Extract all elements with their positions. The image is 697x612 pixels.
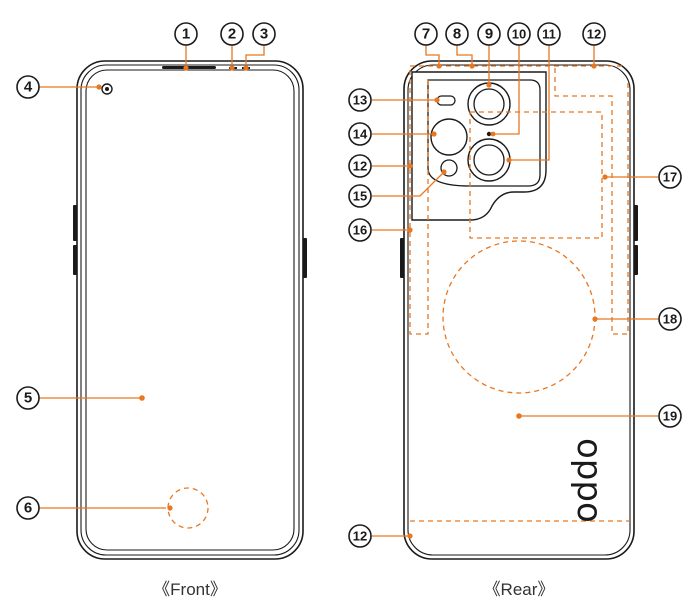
callout-7: 7 [414,22,438,46]
front-volume-down [73,245,77,275]
callout-17-label: 17 [663,170,677,185]
callout-1: 1 [174,22,198,46]
leader-10 [494,45,520,135]
callout-7-label: 7 [422,26,430,43]
leader-dot-3 [243,65,249,71]
antenna-left-region [409,70,429,335]
callout-3: 3 [252,22,276,46]
leader-15 [372,172,444,197]
callout-4-label: 4 [24,79,33,96]
leader-7 [425,44,440,66]
callout-19: 19 [658,404,682,428]
leader-dot-9 [486,82,492,88]
callout-2-label: 2 [228,26,236,43]
nfc-region [469,111,603,239]
leader-dot-19 [516,413,522,419]
rear-microphone [486,131,492,137]
callout-12-bottom: 12 [348,524,372,548]
front-power-key [303,238,307,278]
leader-dot-16 [407,227,413,233]
front-phone-body [76,60,304,560]
callout-5-label: 5 [24,390,32,407]
rear-volume-down [634,245,638,275]
callout-9: 9 [477,22,501,46]
leader-8 [456,44,473,66]
leader-dot-7 [436,63,442,69]
leader-dot-18 [592,316,598,322]
callout-15-label: 15 [353,189,367,204]
leader-dot-10 [490,131,496,137]
rear-main-camera-lens [473,88,505,120]
rear-phone: oppo [400,60,638,560]
leader-dot-5 [139,395,145,401]
callout-14-label: 14 [353,127,368,142]
callout-10-label: 10 [512,27,526,42]
callout-9-label: 9 [485,26,493,43]
leader-dot-14 [431,131,437,137]
leader-11 [510,45,550,161]
callout-4: 4 [16,75,40,99]
leader-dot-8 [469,63,475,69]
leader-dot-4 [96,84,102,90]
rear-leaders [372,44,658,539]
leader-dot-6 [167,505,173,511]
callout-5: 5 [16,386,40,410]
callout-12-left: 12 [348,154,372,178]
leader-dot-1 [183,65,189,71]
front-camera-lens [105,87,109,91]
front-leaders [39,44,265,511]
callout-12-bottom-label: 12 [353,529,367,544]
antenna-right-region [554,68,629,335]
callout-12-top-label: 12 [587,27,601,42]
rear-volume-up [634,205,638,241]
rear-oppo-logo: oppo [569,438,609,523]
callout-18: 18 [658,307,682,331]
front-volume-up [73,205,77,241]
rear-microscope-camera [430,118,468,156]
front-earpiece [162,66,216,69]
rear-caption: 《Rear》 [484,580,555,599]
callout-6-label: 6 [24,500,32,517]
rear-power-key [400,238,404,278]
callout-1-label: 1 [182,26,190,43]
leader-dot-17 [602,174,608,180]
callout-14: 14 [348,122,372,146]
callout-17: 17 [658,165,682,189]
callout-10: 10 [507,22,531,46]
callout-16: 16 [348,218,372,242]
callout-11: 11 [537,22,561,46]
leader-dot-11 [506,157,512,163]
fingerprint-sensor-area [167,487,209,529]
callout-13-label: 13 [353,93,367,108]
front-display [85,69,295,551]
rear-flash [436,95,456,106]
callout-12-top: 12 [582,22,606,46]
callout-13: 13 [348,88,372,112]
front-phone-frame [80,64,300,556]
callout-12-left-label: 12 [353,159,367,174]
leader-dot-12-top [591,63,597,69]
callout-8-label: 8 [453,26,461,43]
leader-dot-12-left [407,163,413,169]
camera-module [427,79,541,187]
front-caption: 《Front》 [153,580,227,599]
callout-3-label: 3 [260,26,268,43]
leader-dot-15 [441,169,447,175]
callout-6: 6 [16,496,40,520]
leader-dot-12-bottom [407,533,413,539]
callout-15: 15 [348,184,372,208]
callout-19-label: 19 [663,409,677,424]
callout-18-label: 18 [663,312,677,327]
leader-3 [245,44,265,68]
callout-8: 8 [445,22,469,46]
callout-16-label: 16 [353,223,367,238]
leader-dot-13 [434,97,440,103]
front-phone [73,60,307,560]
leader-dot-2 [229,65,235,71]
rear-ultrawide-camera-lens [473,144,505,176]
callout-11-label: 11 [542,27,556,42]
callout-2: 2 [220,22,244,46]
